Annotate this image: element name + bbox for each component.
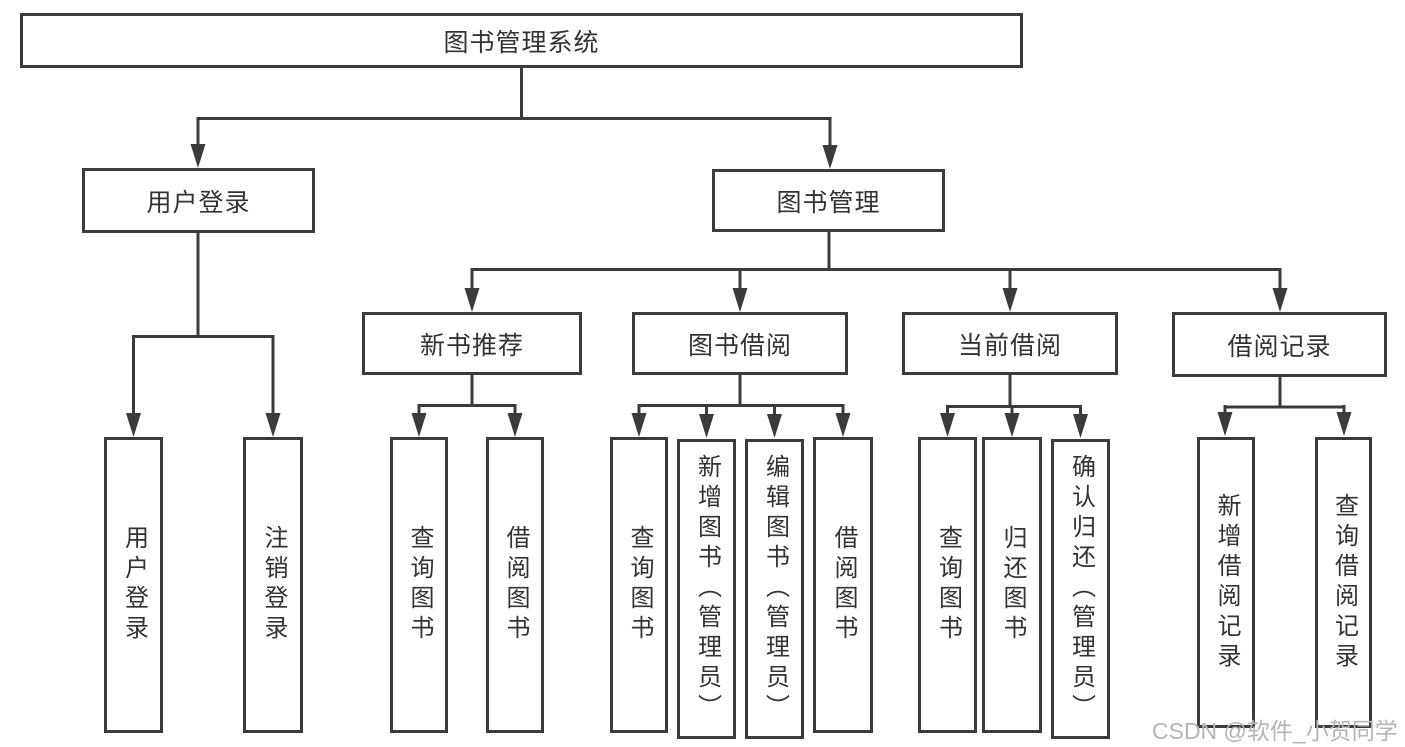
- leaf-br-query-record: 查询借阅记录: [1315, 437, 1372, 728]
- node-label: 图书管理: [776, 188, 881, 217]
- node-user-login: 用户登录: [82, 168, 315, 233]
- node-label: 编辑图书（管理员）: [761, 454, 789, 724]
- node-label: 归还图书: [999, 525, 1026, 645]
- node-label: 当前借阅: [957, 331, 1062, 360]
- node-label: 查询图书: [406, 525, 433, 645]
- node-borrowing-records: 借阅记录: [1172, 312, 1387, 377]
- leaf-br-add-record: 新增借阅记录: [1197, 437, 1255, 728]
- node-book-management: 图书管理: [712, 169, 945, 232]
- node-label: 图书管理系统: [443, 28, 600, 57]
- node-label: 确认归还（管理员）: [1067, 454, 1095, 724]
- leaf-user-login: 用户登录: [104, 437, 163, 733]
- watermark-text: CSDN @软件_小贺同学: [1152, 718, 1398, 744]
- leaf-bb-query-books: 查询图书: [610, 437, 668, 733]
- leaf-bb-add-books-admin: 新增图书（管理员）: [677, 439, 736, 739]
- node-root: 图书管理系统: [20, 13, 1023, 68]
- leaf-rec-borrow-books: 借阅图书: [486, 437, 544, 733]
- node-label: 借阅记录: [1227, 332, 1332, 361]
- node-label: 借阅图书: [830, 525, 857, 645]
- leaf-bb-borrow-books: 借阅图书: [813, 437, 873, 733]
- leaf-bb-edit-books-admin: 编辑图书（管理员）: [745, 439, 804, 739]
- node-label: 用户登录: [146, 188, 251, 217]
- node-label: 查询图书: [626, 525, 653, 645]
- leaf-logout: 注销登录: [243, 437, 303, 733]
- arrowheads: [126, 144, 1352, 438]
- node-label: 新增借阅记录: [1213, 492, 1240, 673]
- node-current-borrowing: 当前借阅: [902, 312, 1118, 375]
- node-label: 图书借阅: [687, 331, 792, 360]
- leaf-cb-confirm-return-admin: 确认归还（管理员）: [1051, 439, 1110, 739]
- leaf-rec-query-books: 查询图书: [390, 437, 448, 733]
- node-label: 借阅图书: [502, 525, 529, 645]
- node-label: 查询借阅记录: [1330, 492, 1358, 673]
- node-new-book-recommend: 新书推荐: [362, 312, 582, 375]
- leaf-cb-return-books: 归还图书: [982, 437, 1042, 733]
- node-label: 新书推荐: [419, 331, 524, 360]
- node-label: 新增图书（管理员）: [693, 454, 721, 724]
- node-label: 查询图书: [934, 525, 962, 645]
- leaf-cb-query-books: 查询图书: [918, 437, 977, 733]
- node-label: 注销登录: [260, 525, 287, 645]
- node-label: 用户登录: [120, 525, 148, 645]
- connector-line-network: [132, 66, 1346, 420]
- node-book-borrowing: 图书借阅: [632, 312, 848, 375]
